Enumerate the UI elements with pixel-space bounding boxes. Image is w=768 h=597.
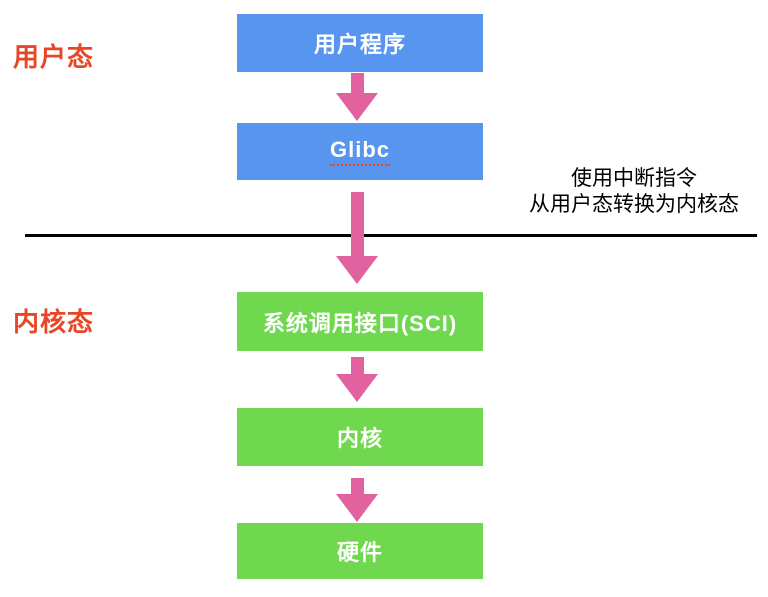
- arrow-head: [336, 494, 378, 522]
- arrow-head: [336, 256, 378, 284]
- arrow-down-icon: [336, 357, 378, 402]
- box-kernel-label: 内核: [336, 426, 383, 451]
- box-user-program: 用户程序: [237, 14, 483, 72]
- box-system-call-interface: 系统调用接口(SCI): [237, 292, 483, 351]
- arrow-head: [336, 93, 378, 121]
- box-kernel: 内核: [237, 408, 483, 466]
- arrow-shaft: [350, 357, 364, 374]
- interrupt-annotation-line2: 从用户态转换为内核态: [529, 193, 739, 216]
- arrow-head: [336, 374, 378, 402]
- arrow-shaft: [350, 478, 364, 494]
- box-hardware: 硬件: [237, 523, 483, 579]
- box-glibc-label: Glibc: [329, 137, 390, 166]
- interrupt-annotation: 使用中断指令 从用户态转换为内核态: [505, 166, 763, 218]
- kernel-mode-label: 内核态: [13, 307, 95, 337]
- arrow-down-icon: [336, 73, 378, 121]
- arrow-down-icon: [336, 478, 378, 522]
- box-glibc: Glibc: [237, 123, 483, 180]
- interrupt-annotation-line1: 使用中断指令: [571, 167, 697, 190]
- arrow-shaft: [350, 192, 364, 256]
- box-hardware-label: 硬件: [336, 540, 383, 565]
- arrow-shaft: [350, 73, 364, 93]
- box-system-call-interface-label: 系统调用接口(SCI): [262, 310, 458, 336]
- user-mode-label: 用户态: [13, 42, 95, 72]
- mode-boundary-line: [25, 234, 757, 237]
- box-user-program-label: 用户程序: [313, 32, 406, 57]
- arrow-down-icon: [336, 192, 378, 284]
